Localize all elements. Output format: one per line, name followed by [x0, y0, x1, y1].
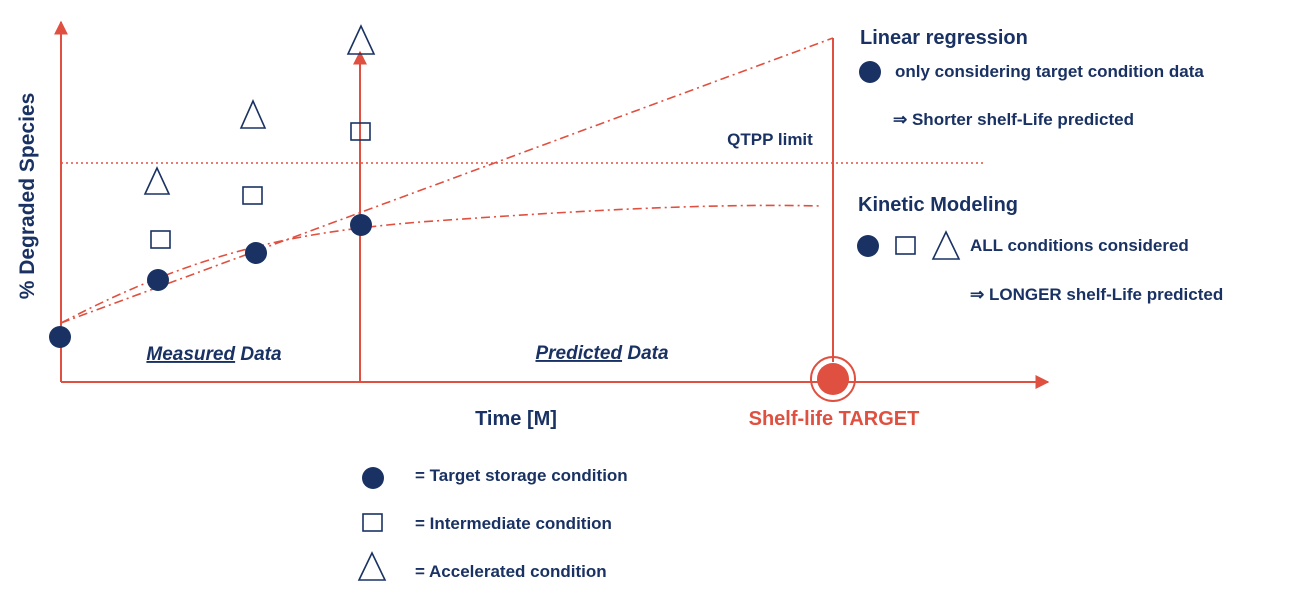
shelf-life-target-dot	[817, 363, 849, 395]
predicted-rest: Data	[622, 343, 669, 364]
linear-regression-title: Linear regression	[860, 27, 1028, 49]
intermediate-point	[242, 186, 263, 205]
target-point	[350, 214, 372, 236]
circle-icon	[857, 235, 879, 257]
predicted-data-label: Predicted Data	[535, 343, 668, 364]
kinetic-modeling-result: ⇒ LONGER shelf-Life predicted	[970, 285, 1223, 304]
measured-data-label: Measured Data	[146, 344, 282, 365]
target-point	[147, 269, 169, 291]
measured-rest: Data	[235, 344, 282, 365]
triangle-icon	[931, 230, 961, 260]
x-axis-label: Time [M]	[475, 408, 557, 430]
circle-icon	[859, 61, 881, 83]
legend-item-label: = Target storage condition	[415, 466, 628, 485]
kinetic-modeling-title: Kinetic Modeling	[858, 194, 1018, 216]
target-point	[245, 242, 267, 264]
linear-regression-line	[60, 37, 834, 324]
qtpp-limit-label: QTPP limit	[727, 130, 813, 149]
accelerated-point	[239, 99, 267, 129]
legend-item-label: = Accelerated condition	[415, 562, 607, 581]
y-axis-label: % Degraded Species	[16, 93, 39, 300]
shelf-life-target-ring	[810, 356, 856, 402]
legend-item-label: = Intermediate condition	[415, 514, 612, 533]
square-icon	[362, 513, 383, 532]
target-point	[49, 326, 71, 348]
linear-regression-result: ⇒ Shorter shelf-Life predicted	[893, 110, 1134, 129]
square-icon	[895, 236, 916, 255]
predicted-emph: Predicted	[535, 343, 622, 364]
legend: = Target storage condition = Intermediat…	[357, 466, 628, 581]
shelf-life-target-label: Shelf-life TARGET	[749, 408, 920, 430]
measured-emph: Measured	[146, 344, 235, 365]
triangle-icon	[357, 551, 387, 581]
accelerated-point	[346, 24, 376, 55]
intermediate-point	[150, 230, 171, 249]
kinetic-modeling-desc: ALL conditions considered	[970, 236, 1189, 255]
circle-icon	[362, 467, 384, 489]
intermediate-point	[350, 122, 371, 141]
accelerated-point	[143, 166, 171, 195]
kinetic-model-curve	[60, 204, 823, 324]
linear-regression-desc: only considering target condition data	[895, 62, 1204, 81]
